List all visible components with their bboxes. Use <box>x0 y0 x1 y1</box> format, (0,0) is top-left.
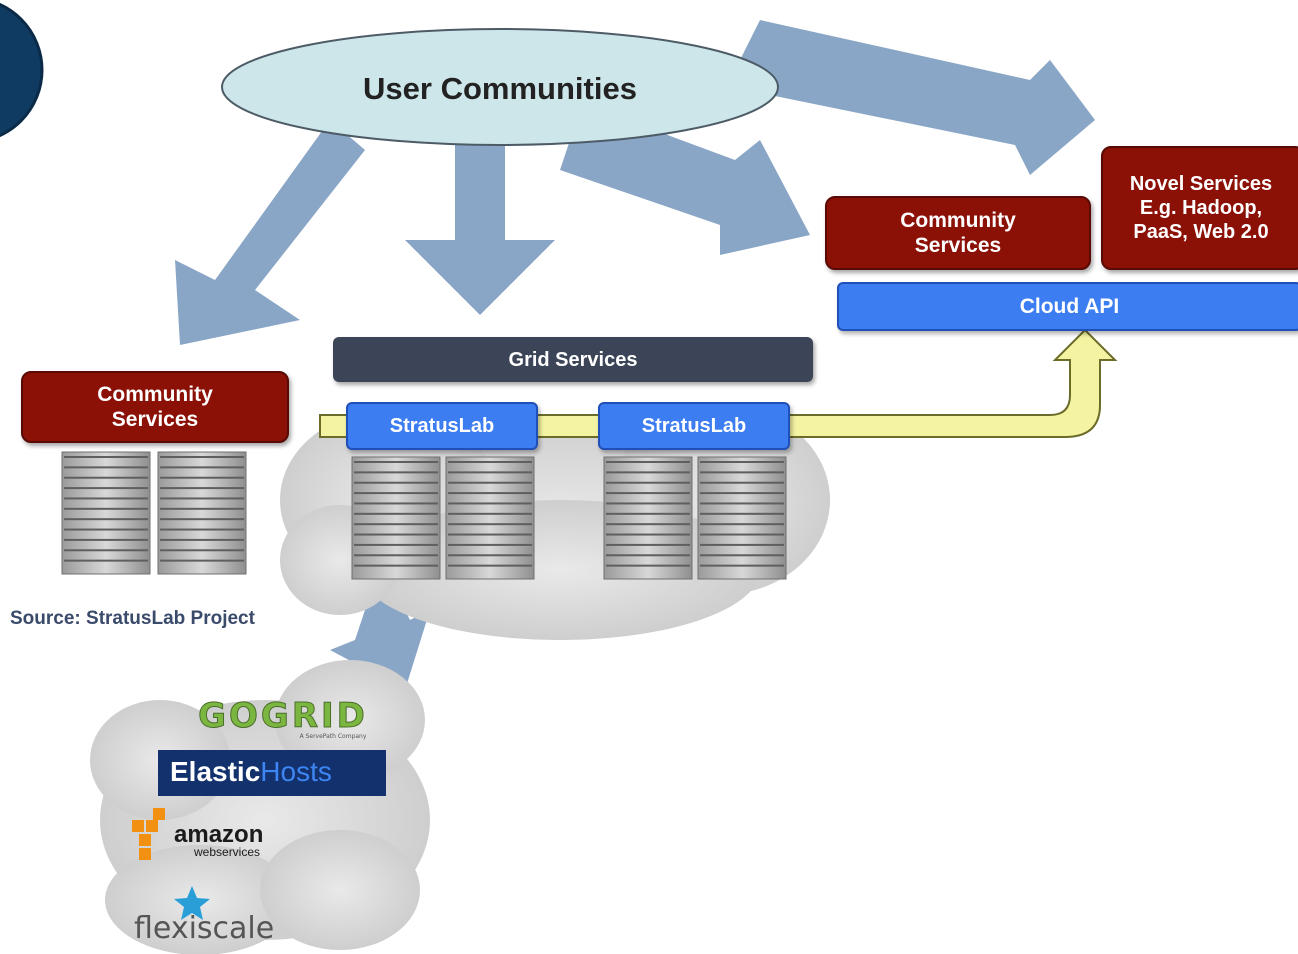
cloud-api-box: Cloud API <box>837 282 1298 331</box>
user-communities-label: User Communities <box>363 71 637 106</box>
grid-services-label: Grid Services <box>508 348 638 371</box>
gogrid-logo: GOGRID A ServePath Company <box>183 696 383 741</box>
server-rack <box>445 456 535 580</box>
grid-services-box: Grid Services <box>333 337 813 382</box>
svg-text:A ServePath Company: A ServePath Company <box>300 733 367 740</box>
community-services-left-box: Community Services <box>21 371 289 443</box>
elastichosts-logo-part-a: Elastic <box>170 756 261 787</box>
stratuslab-box-2: StratusLab <box>598 402 790 450</box>
stratuslab-label-1: StratusLab <box>389 415 495 437</box>
amazon-web-services-logo: amazon webservices <box>128 806 288 866</box>
server-rack <box>697 456 787 580</box>
server-rack <box>61 451 151 575</box>
source-caption: Source: StratusLab Project <box>10 608 255 629</box>
server-rack <box>157 451 247 575</box>
community-services-right-box: Community Services <box>825 196 1091 270</box>
server-rack <box>351 456 441 580</box>
elastichosts-logo-part-b: Hosts <box>260 756 332 787</box>
svg-text:amazon: amazon <box>174 821 263 848</box>
server-racks <box>61 451 787 580</box>
server-rack <box>603 456 693 580</box>
corner-circle <box>0 2 44 138</box>
novel-services-label: Novel Services E.g. Hadoop, PaaS, Web 2.… <box>1129 173 1273 243</box>
cloud-api-label: Cloud API <box>1019 294 1120 318</box>
community-services-right-label: Community Services <box>900 208 1016 257</box>
elastichosts-logo: ElasticHosts <box>158 750 386 796</box>
svg-text:GOGRID: GOGRID <box>198 697 368 736</box>
community-arrows <box>175 20 1095 690</box>
novel-services-box: Novel Services E.g. Hadoop, PaaS, Web 2.… <box>1101 146 1298 270</box>
user-communities-ellipse <box>221 28 779 146</box>
community-services-left-label: Community Services <box>97 382 213 431</box>
stratuslab-label-2: StratusLab <box>641 415 747 437</box>
flexiscale-logo: flexiscale <box>130 880 280 946</box>
stratuslab-box-1: StratusLab <box>346 402 538 450</box>
svg-text:flexiscale: flexiscale <box>134 911 274 944</box>
svg-text:webservices: webservices <box>193 845 260 859</box>
